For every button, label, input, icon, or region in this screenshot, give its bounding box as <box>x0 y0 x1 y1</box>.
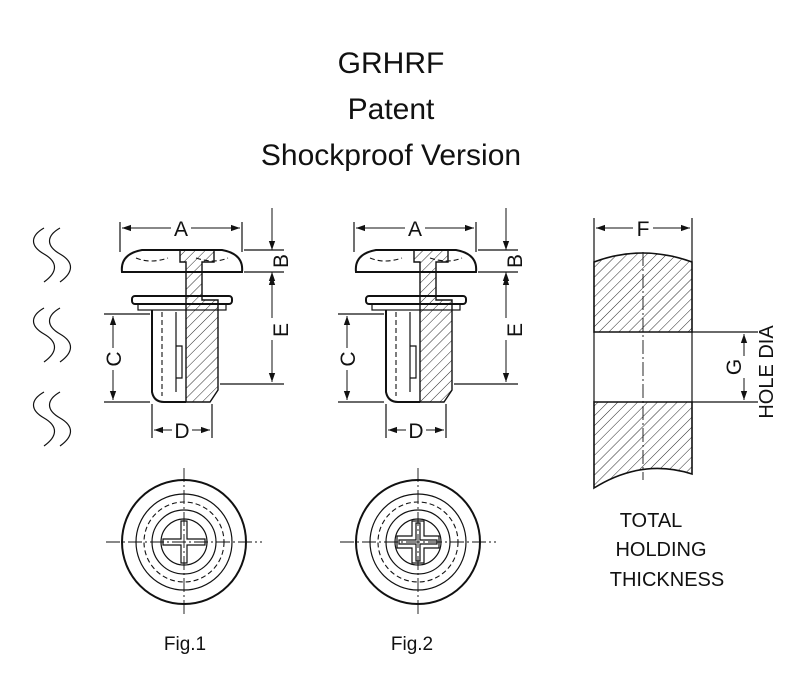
fig1-caption: Fig.1 <box>164 634 206 655</box>
dim-a-label-fig2: A <box>408 218 422 241</box>
fig2-plan-view <box>340 468 496 616</box>
break-lines <box>32 227 72 447</box>
dim-c-label-fig1: C <box>103 351 126 366</box>
dim-b-label-fig1: B <box>270 254 293 268</box>
dim-d-label-fig2: D <box>408 420 423 443</box>
title-line-1: GRHRF <box>338 47 445 80</box>
total-label-line-1: TOTAL <box>620 510 683 532</box>
total-label-line-2: HOLDING <box>615 539 706 561</box>
fig2-caption: Fig.2 <box>391 634 433 655</box>
fig1-plan-view <box>106 468 262 616</box>
dim-e-label-fig1: E <box>270 323 293 337</box>
dim-g-label: G <box>723 359 746 375</box>
dim-d-label-fig1: D <box>174 420 189 443</box>
title-line-3: Shockproof Version <box>261 139 521 172</box>
title-line-2: Patent <box>348 93 435 126</box>
panel-section: F G HOLE DIA <box>593 216 778 490</box>
fig1-side-view: A B E C D <box>103 208 293 443</box>
dim-c-label-fig2: C <box>337 351 360 366</box>
fig2-side-view: A B E C D <box>337 208 527 443</box>
dim-f-label: F <box>637 218 650 241</box>
dim-e-label-fig2: E <box>504 323 527 337</box>
total-label-line-3: THICKNESS <box>610 569 724 591</box>
hole-dia-label: HOLE DIA <box>756 325 778 419</box>
dim-a-label-fig1: A <box>174 218 188 241</box>
dim-b-label-fig2: B <box>504 254 527 268</box>
